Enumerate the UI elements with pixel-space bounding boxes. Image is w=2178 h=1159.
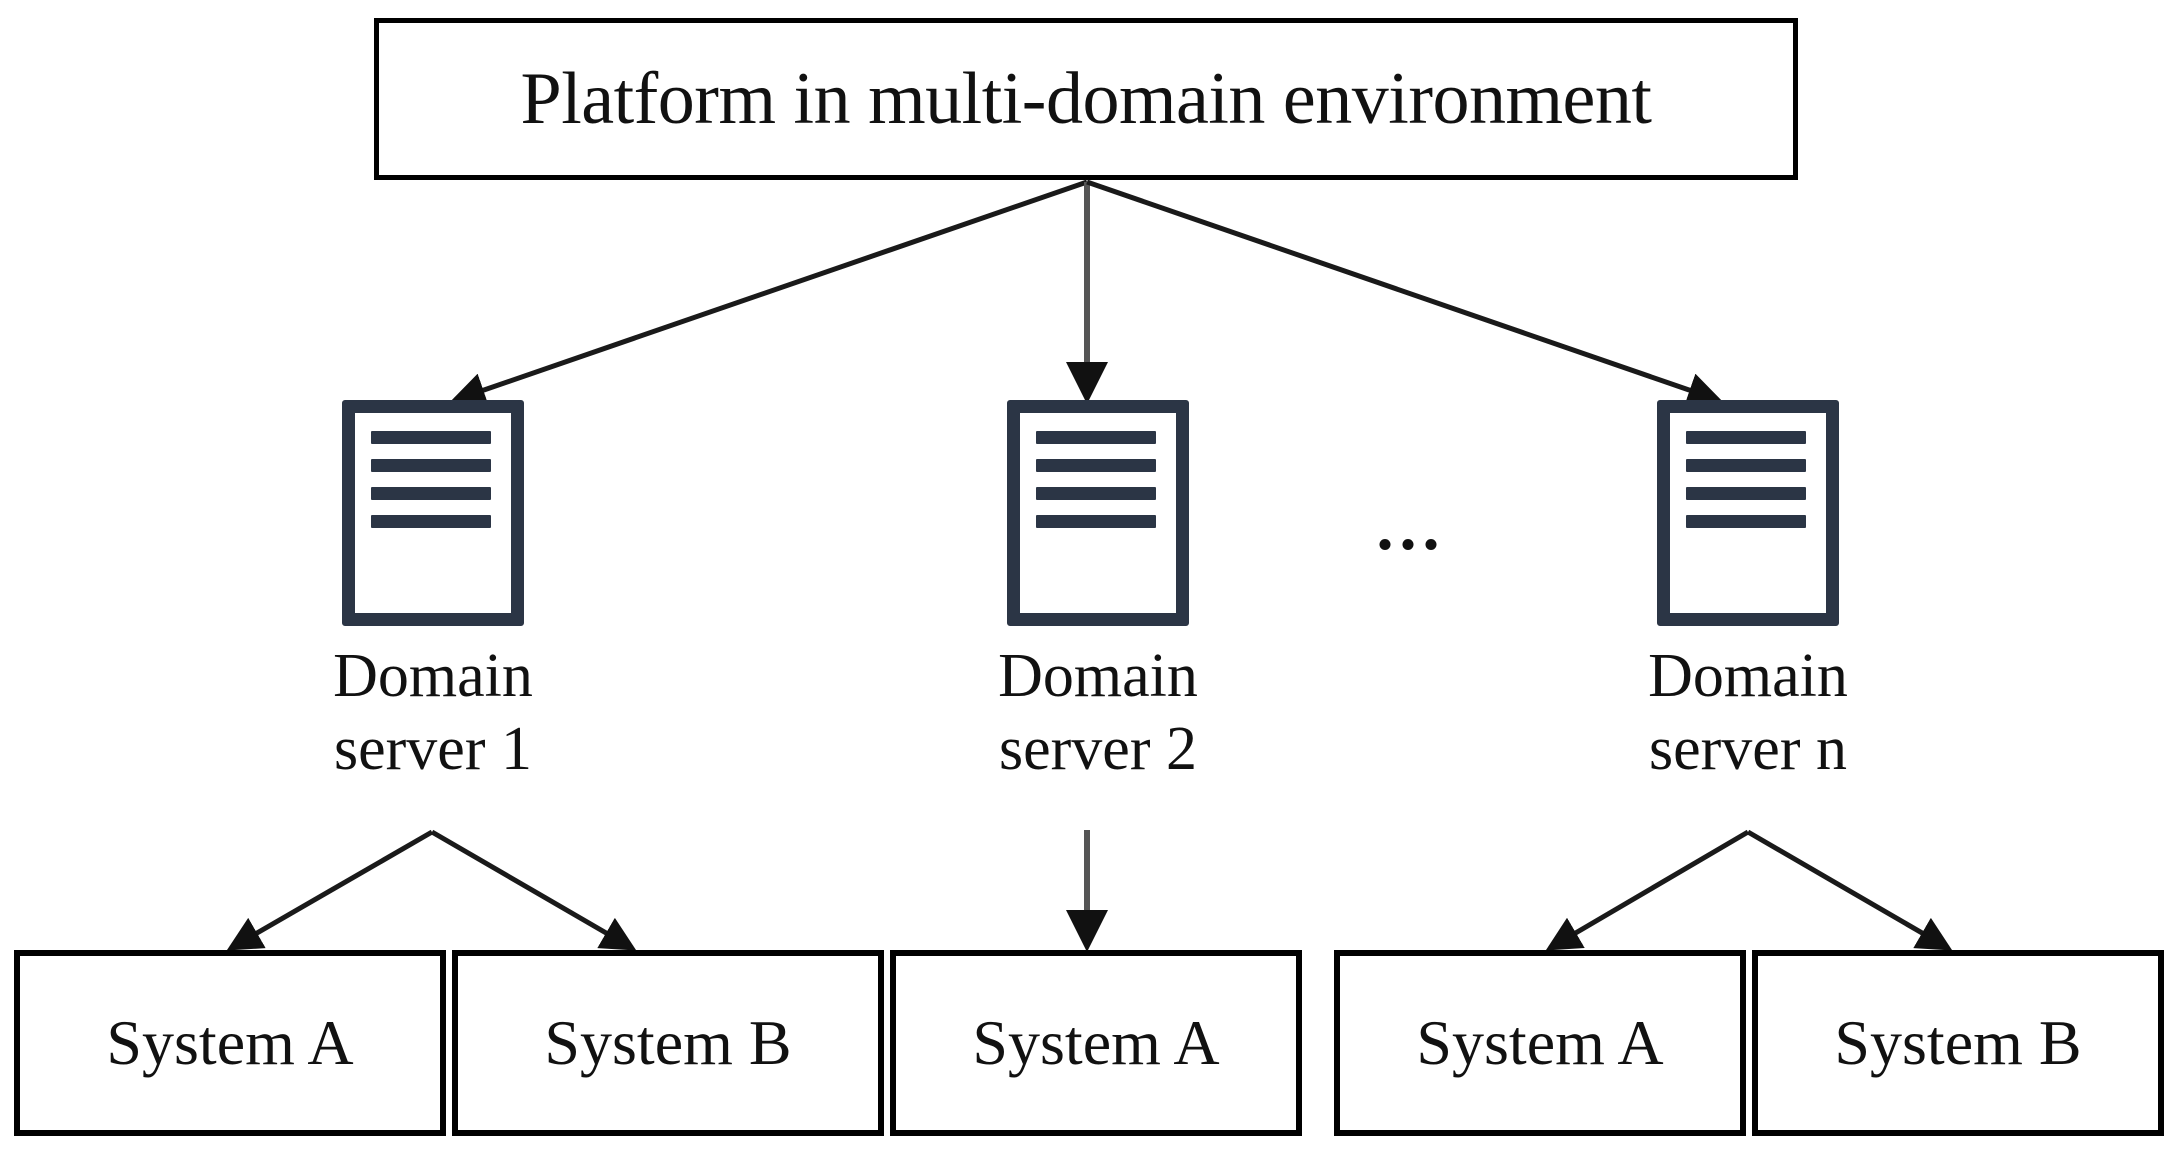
system-label: System A [1416,1007,1664,1078]
system-box-1-a: System A [14,950,446,1136]
server-line [1036,487,1156,500]
server-icon [342,400,524,626]
server-icon [1657,400,1839,626]
server-icon [1007,400,1189,626]
platform-label: Platform in multi-domain environment [520,58,1652,140]
server-line [1036,459,1156,472]
server-line [1686,487,1806,500]
domain-server-1-node: Domain server 1 [333,400,533,786]
server-line [1686,431,1806,444]
domain-server-2-node: Domain server 2 [998,400,1198,786]
server-icon-lines [1036,431,1156,528]
system-box-n-b: System B [1752,950,2164,1136]
domain-server-n-node: Domain server n [1648,400,1848,786]
server-line [1686,459,1806,472]
server-line [1036,515,1156,528]
system-box-2-a: System A [890,950,1302,1136]
system-label: System B [544,1007,792,1078]
edge-server1-to-system1b [430,829,637,951]
edge-platform-to-server1 [450,179,1088,407]
edge-platform-to-servern [1086,179,1723,407]
server-icon-lines [371,431,491,528]
server-icon-lines [1686,431,1806,528]
edge-servern-to-systemnb [1746,829,1953,951]
system-label: System A [106,1007,354,1078]
edge-server1-to-system1a [226,829,434,951]
server-line [1036,431,1156,444]
domain-server-n-label: Domain server n [1648,642,1848,784]
server-line [1686,515,1806,528]
system-label: System B [1834,1007,2082,1078]
ellipsis-indicator: ... [1376,488,1446,564]
server-line [371,487,491,500]
system-label: System A [972,1007,1220,1078]
edge-servern-to-systemna [1545,829,1750,951]
server-line [371,459,491,472]
domain-server-2-label: Domain server 2 [998,642,1198,784]
platform-box: Platform in multi-domain environment [374,18,1798,180]
domain-server-1-label: Domain server 1 [333,642,533,784]
system-box-1-b: System B [452,950,884,1136]
server-line [371,515,491,528]
system-box-n-a: System A [1334,950,1746,1136]
server-line [371,431,491,444]
